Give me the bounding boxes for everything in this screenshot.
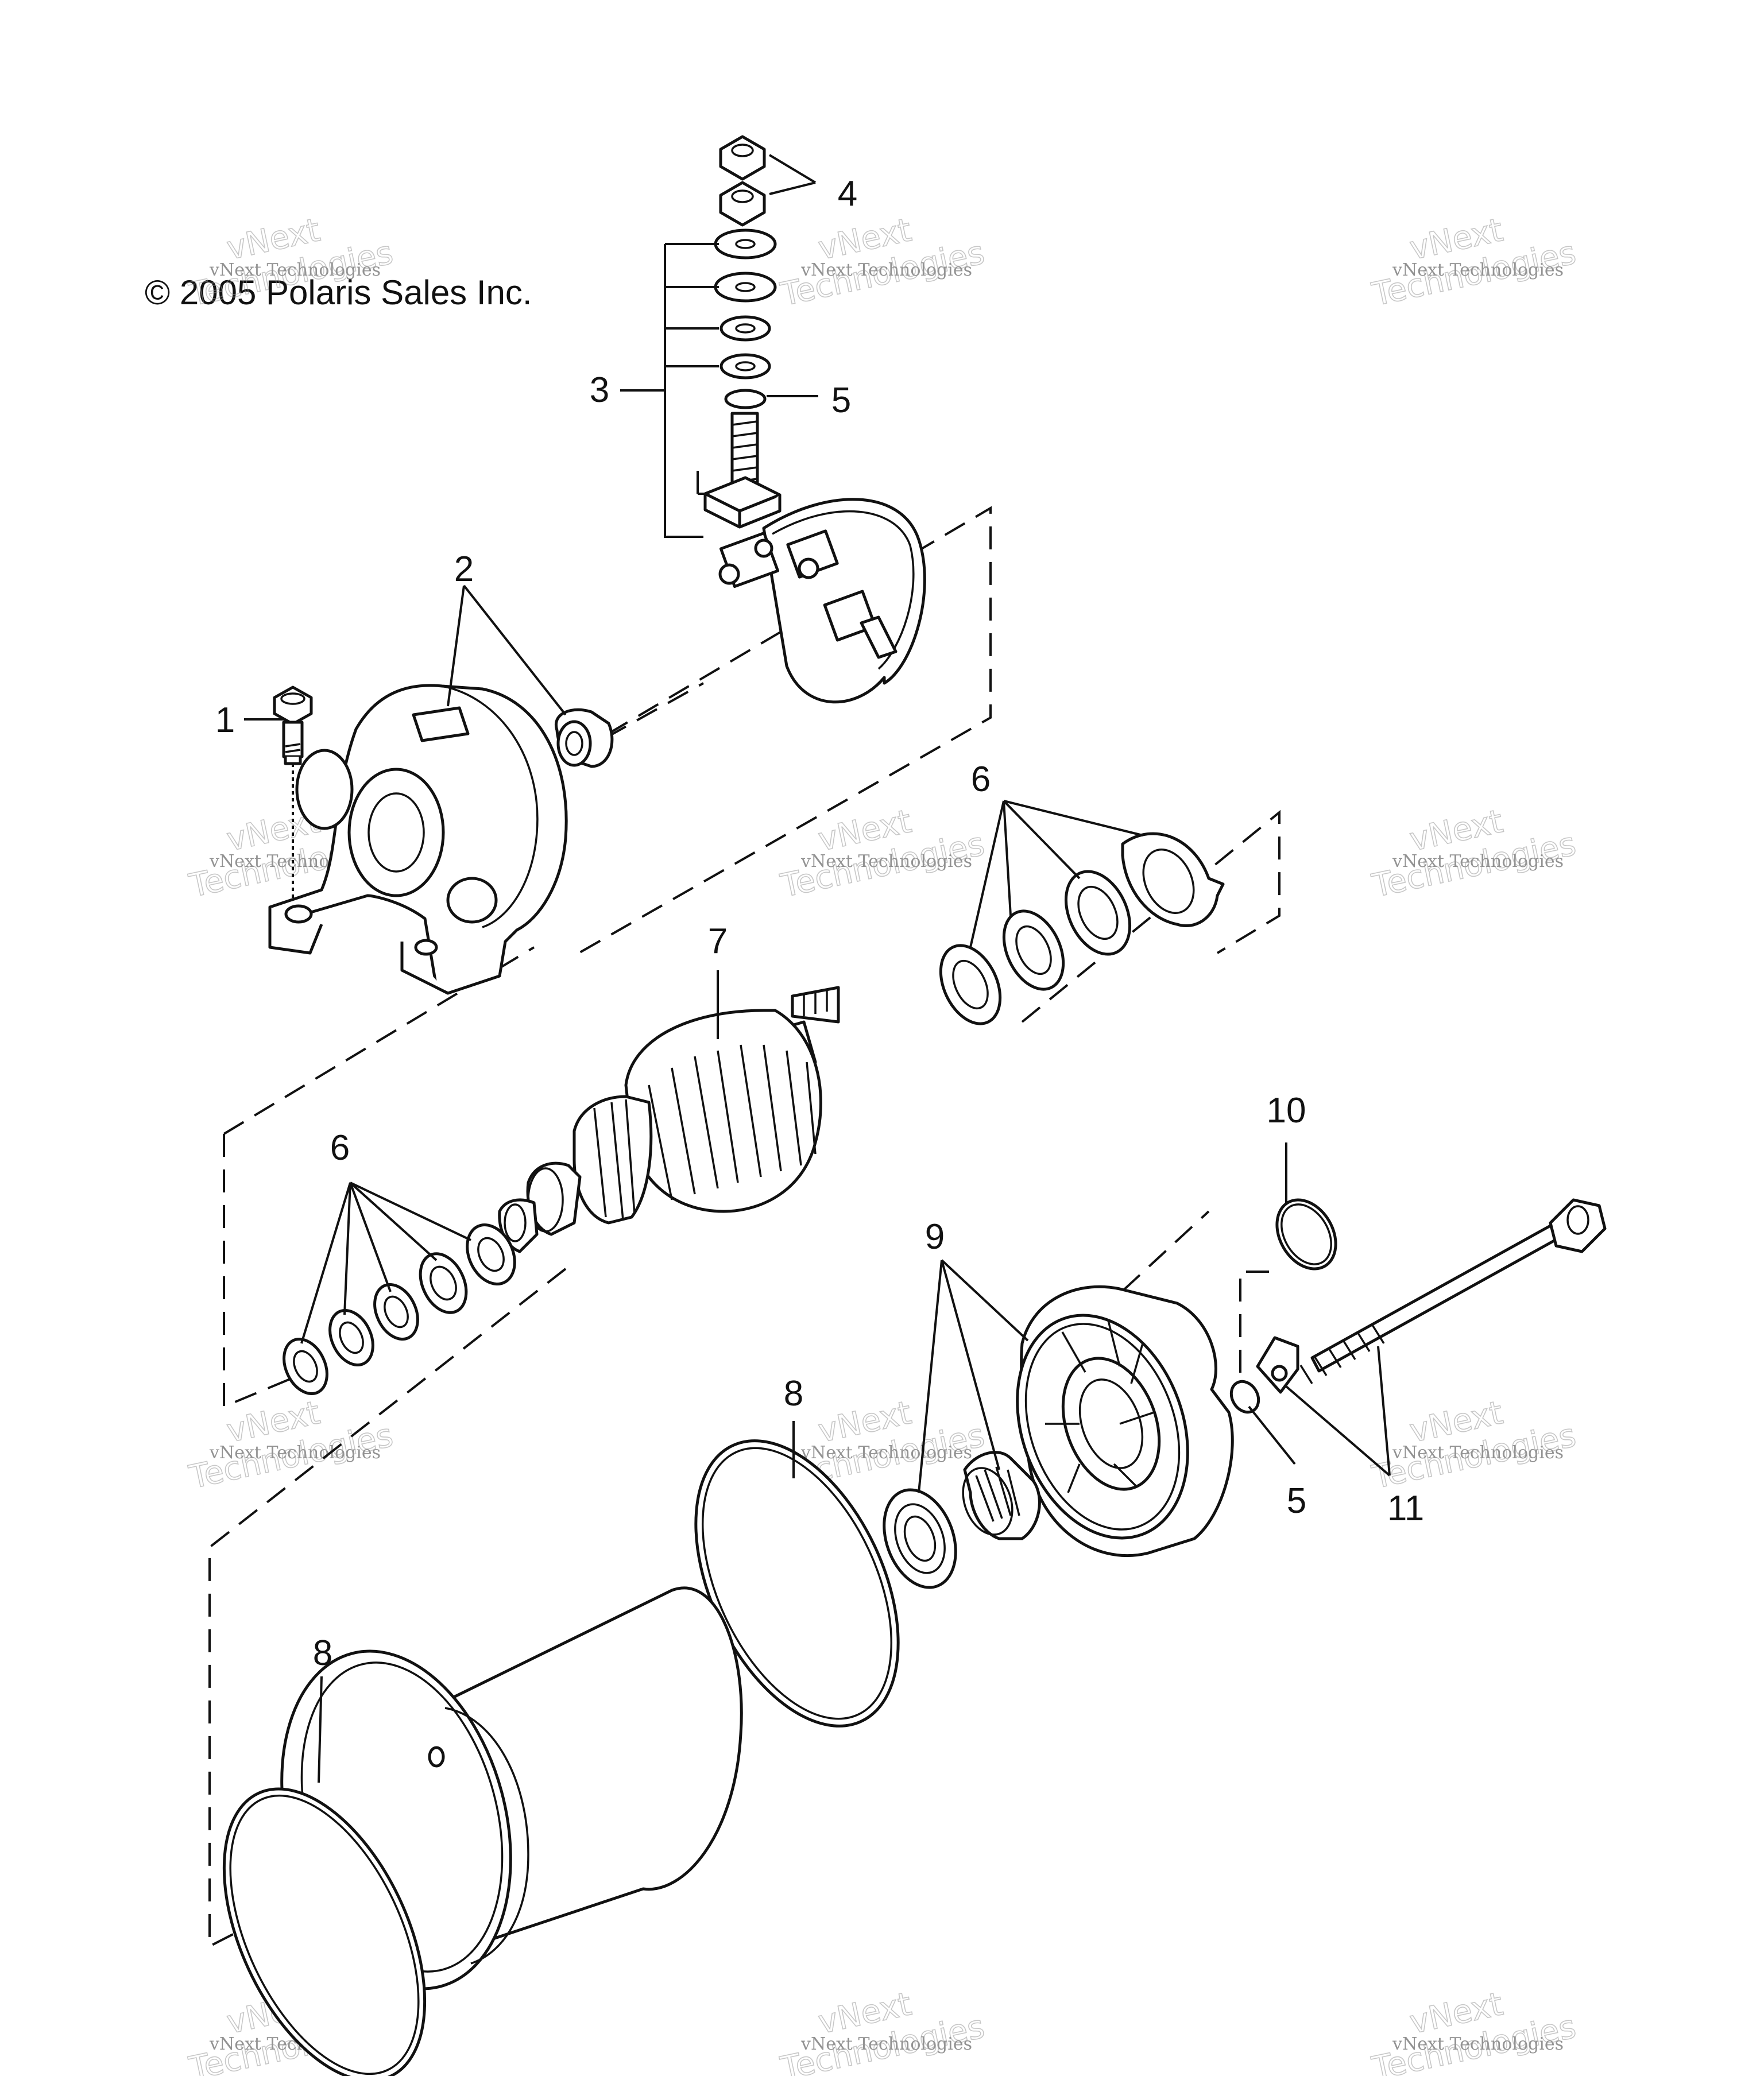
callout-3: 3 <box>590 370 609 410</box>
brush-plate-assembly <box>703 412 926 704</box>
dashed-line-armature-top <box>1021 810 1281 1023</box>
front-housing-part-2 <box>268 684 568 995</box>
dashed-line-oring <box>1239 1271 1269 1375</box>
nut-part-4 <box>719 135 766 227</box>
watermark-text: vNext Technologies <box>800 260 972 280</box>
bearing-set-part-9 <box>883 1451 1041 1589</box>
leader-8-left <box>318 1676 323 1783</box>
watermark-text: vNext Technologies <box>1392 1443 1564 1463</box>
watermark-text: vNext Technologies <box>1392 851 1564 872</box>
armature-part-7 <box>498 986 840 1253</box>
watermark-text: vNext Technologies <box>209 260 381 280</box>
washer-set-part-3 <box>714 228 777 379</box>
ring-part-8-right <box>694 1439 900 1728</box>
callout-6-lower: 6 <box>330 1128 350 1168</box>
watermark-text: vNext Technologies <box>1392 2034 1564 2054</box>
o-ring-part-10 <box>1275 1198 1337 1271</box>
leader-lines <box>244 154 1391 1783</box>
callout-4: 4 <box>838 174 857 214</box>
watermark-text: vNext Technologies <box>800 2034 972 2054</box>
leader-11 <box>1285 1346 1391 1477</box>
leader-2 <box>447 584 567 716</box>
copyright-text: © 2005 Polaris Sales Inc. <box>145 273 532 312</box>
end-cap-assembly <box>1016 1285 1234 1557</box>
callout-11: 11 <box>1387 1489 1424 1528</box>
o-ring-inner <box>1281 1203 1332 1265</box>
callout-8-right: 8 <box>784 1374 803 1413</box>
ring-part-8-left <box>222 1787 427 2076</box>
watermark-text: vNext Technologies <box>1392 260 1564 280</box>
dashed-line-armature-left <box>223 946 535 1408</box>
dashed-line-yoke <box>208 1268 567 1949</box>
callout-6-upper: 6 <box>971 760 991 799</box>
dashed-line-endcap <box>1096 1210 1210 1316</box>
leader-9 <box>918 1259 1029 1493</box>
through-bolt-part-11 <box>1256 1198 1607 1394</box>
watermark-text: vNext Technologies <box>800 851 972 872</box>
callout-5-bottom: 5 <box>1287 1481 1306 1521</box>
o-ring-part-5-top <box>724 389 767 409</box>
leader-6-lower <box>300 1182 471 1344</box>
callout-1: 1 <box>215 700 235 740</box>
bushing-part-2 <box>554 708 614 768</box>
leader-4 <box>768 154 817 195</box>
o-ring-part-5-bottom <box>1229 1380 1260 1414</box>
leader-6-upper <box>969 800 1143 948</box>
callout-9: 9 <box>925 1217 945 1257</box>
callout-2: 2 <box>454 549 474 589</box>
callout-7: 7 <box>708 921 728 961</box>
bolt-part-1 <box>273 685 313 765</box>
watermark-text: vNext Technologies <box>209 1443 381 1463</box>
dashed-line-bushing <box>605 682 704 739</box>
callout-10: 10 <box>1267 1091 1306 1130</box>
leader-5-bottom <box>1248 1405 1296 1465</box>
callout-labels: 1 2 3 4 5 5 6 6 7 8 8 9 10 11 <box>215 174 1424 1673</box>
dashed-line-brush-plate <box>576 506 992 954</box>
washer-set-part-6-lower <box>283 1223 516 1396</box>
callout-8-left: 8 <box>313 1633 332 1673</box>
callout-5-top: 5 <box>831 381 851 420</box>
leader-3 <box>620 243 719 538</box>
watermark-text: vNext Technologies <box>800 1443 972 1463</box>
washer-set-part-6-upper <box>939 832 1225 1025</box>
